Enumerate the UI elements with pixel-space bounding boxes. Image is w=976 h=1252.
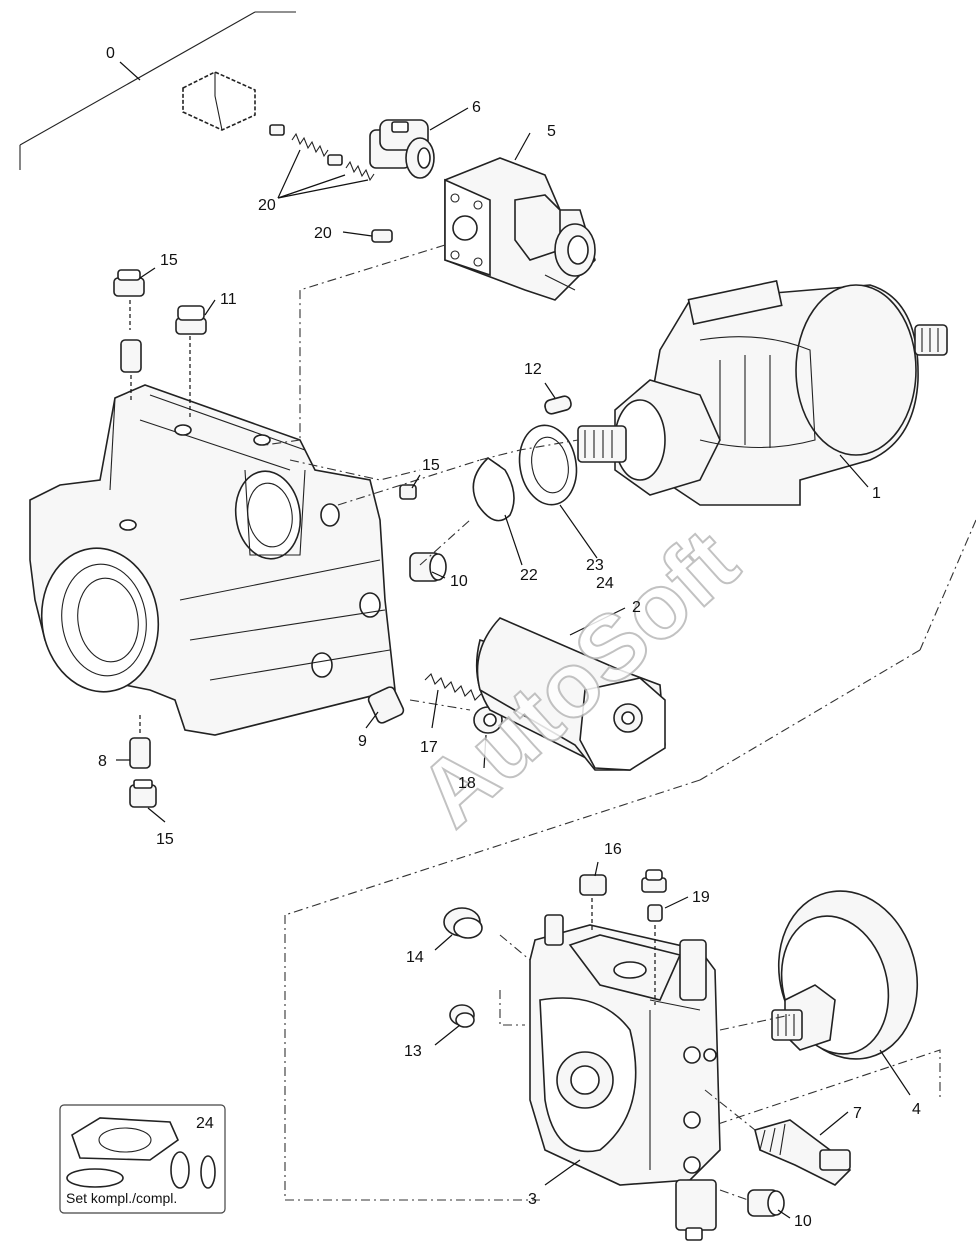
relief-valve-7	[754, 1119, 852, 1186]
callout-24-set: 24	[196, 1115, 214, 1132]
cover-4	[771, 890, 919, 1060]
plug-10-lower	[747, 1189, 785, 1217]
callout-10-middle: 10	[450, 573, 468, 590]
control-valve-5	[444, 157, 596, 301]
main-pump-housing	[29, 384, 396, 736]
springs-20	[269, 124, 393, 243]
callout-4: 4	[912, 1101, 921, 1118]
callout-15-middle: 15	[422, 457, 440, 474]
plug-14	[443, 907, 483, 939]
plug-15-bottom	[129, 779, 157, 808]
plug-15-top	[113, 269, 145, 400]
callout-0: 0	[106, 45, 115, 62]
callout-14: 14	[406, 949, 424, 966]
callout-3: 3	[528, 1191, 537, 1208]
callout-labels: 0 1 2 3 4 5 6 7 8 9 10 10 11 12 13 14 15…	[98, 45, 921, 1230]
callout-10-lower: 10	[794, 1213, 812, 1230]
callout-22: 22	[520, 567, 538, 584]
callout-7: 7	[853, 1105, 862, 1122]
snap-ring-22	[472, 456, 515, 522]
solenoid-6	[369, 119, 435, 179]
pin-12	[544, 395, 572, 415]
reference-lines-upper	[264, 244, 976, 916]
servo-cylinder-2	[475, 617, 666, 771]
plug-9	[367, 686, 405, 724]
callout-5: 5	[547, 123, 556, 140]
callout-18: 18	[458, 775, 476, 792]
pilot-block	[182, 71, 256, 131]
plug-10-middle	[409, 552, 447, 582]
callout-12: 12	[524, 361, 542, 378]
plug-15-middle	[399, 484, 417, 500]
callout-19: 19	[692, 889, 710, 906]
ring-23-24	[518, 424, 578, 506]
callout-9: 9	[358, 733, 367, 750]
plug-16	[579, 874, 607, 930]
callout-13: 13	[404, 1043, 422, 1060]
callout-11: 11	[220, 291, 237, 308]
set-box-label: Set kompl./compl.	[66, 1190, 177, 1206]
leader-lines	[116, 61, 911, 1219]
watermark-text: AutoSoft	[400, 510, 757, 846]
callout-23: 23	[586, 557, 604, 574]
plug-11	[175, 305, 207, 420]
callout-2: 2	[632, 599, 641, 616]
callout-17: 17	[420, 739, 438, 756]
callout-20-springs: 20	[258, 197, 276, 214]
callout-1: 1	[872, 485, 881, 502]
callout-24-ring: 24	[596, 575, 614, 592]
callout-6: 6	[472, 99, 481, 116]
callout-16: 16	[604, 841, 622, 858]
plug-19-top	[641, 869, 667, 1005]
gasket-set-box: Set kompl./compl.	[59, 1104, 226, 1214]
lower-frame	[284, 915, 941, 1201]
callout-15-top: 15	[160, 252, 178, 269]
spring-17	[424, 673, 482, 701]
callout-20-plug: 20	[314, 225, 332, 242]
reference-lines-lower	[499, 934, 791, 1201]
callout-15-bottom: 15	[156, 831, 174, 848]
rotary-group-1	[577, 279, 948, 506]
pin-8	[129, 715, 151, 769]
charge-pump-block-3	[529, 914, 721, 1241]
plug-13	[449, 1004, 475, 1028]
callout-8: 8	[98, 753, 107, 770]
